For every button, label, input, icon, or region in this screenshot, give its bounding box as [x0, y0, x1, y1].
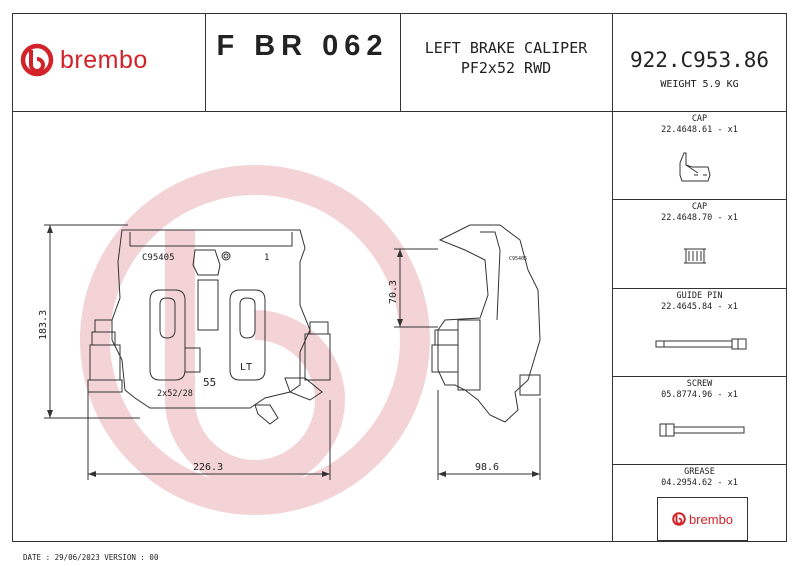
- component-code-5: 04.2954.62 - x1: [661, 478, 738, 488]
- dim-depth-line: [437, 390, 541, 480]
- drawing-frame: [12, 13, 787, 542]
- cap-bracket-icon: [679, 152, 711, 182]
- component-code-1: 22.4648.61 - x1: [661, 125, 738, 135]
- component-name-1: CAP: [691, 114, 708, 124]
- component-name-5: GREASE: [684, 467, 715, 477]
- weight-label: WEIGHT 5.9 KG: [660, 79, 739, 90]
- brand-logo: brembo: [20, 34, 205, 86]
- description-line-2: PF2x52 RWD: [460, 59, 552, 77]
- header-sep-1: [205, 13, 206, 111]
- mark-lt: LT: [240, 362, 252, 373]
- dim-height-value: 183.3: [38, 310, 49, 340]
- cap-icon: [684, 248, 706, 264]
- dim-height-line: [44, 224, 140, 419]
- part-number: 922.C953.86: [629, 48, 770, 72]
- caliper-drawing: C95405 1 55 LT 2x52/28 C95405 226.3 98.6…: [38, 224, 541, 480]
- brand-name: brembo: [60, 45, 148, 74]
- footer-date-version: DATE : 29/06/2023 VERSION : 00: [23, 553, 159, 562]
- components-sep: [612, 13, 613, 542]
- mark-55: 55: [203, 376, 216, 389]
- dim-width-value: 226.3: [193, 462, 223, 473]
- grease-package-icon: brembo: [657, 497, 748, 541]
- comp-row-4: [612, 464, 787, 465]
- dim-side-height-line: [394, 248, 438, 328]
- piston-spec: 2x52/28: [157, 389, 193, 399]
- mark-one: 1: [264, 253, 269, 263]
- component-code-4: 05.8774.96 - x1: [661, 390, 738, 400]
- dim-width-line: [87, 392, 331, 480]
- component-code-3: 22.4645.84 - x1: [661, 302, 738, 312]
- dim-depth-value: 98.6: [475, 462, 499, 473]
- side-view-outline: [437, 224, 541, 423]
- product-description: LEFT BRAKE CALIPER PF2x52 RWD: [400, 38, 612, 78]
- description-line-1: LEFT BRAKE CALIPER: [424, 39, 588, 57]
- side-casting-mark: C95405: [509, 256, 527, 262]
- comp-row-1: [612, 199, 787, 200]
- screw-icon: [659, 423, 745, 437]
- comp-row-3: [612, 376, 787, 377]
- brembo-logo-small-icon: [672, 512, 686, 526]
- component-name-2: CAP: [691, 202, 708, 212]
- product-code: F BR 062: [216, 30, 389, 62]
- header-sep-2: [400, 13, 401, 111]
- component-name-4: SCREW: [686, 379, 713, 389]
- component-code-2: 22.4648.70 - x1: [661, 213, 738, 223]
- component-name-3: GUIDE PIN: [676, 291, 723, 301]
- dim-side-height-value: 70.3: [388, 280, 399, 304]
- comp-row-2: [612, 288, 787, 289]
- header-divider: [12, 111, 787, 112]
- casting-mark: C95405: [142, 253, 175, 263]
- brembo-logo-icon: [20, 43, 54, 77]
- grease-brand: brembo: [688, 511, 734, 527]
- guide-pin-icon: [655, 338, 747, 350]
